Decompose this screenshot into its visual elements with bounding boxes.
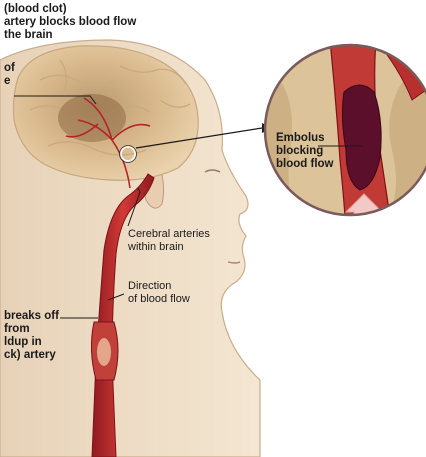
embolus-label-line-2: blocking	[276, 145, 324, 157]
eye	[204, 169, 221, 173]
stroke-caption-line-2: artery blocks blood flow	[4, 16, 137, 28]
cerebral-arteries	[65, 97, 151, 189]
affected-area-label-line-1: of	[4, 62, 15, 74]
embolus-label: Embolus blocking blood flow	[276, 132, 333, 171]
affected-area-label: of e	[4, 62, 15, 88]
carotid-artery	[91, 173, 155, 457]
zoom-target-circle	[120, 146, 136, 162]
cerebral-arteries-label-line-2: within brain	[128, 240, 184, 253]
direction-label: Direction of blood flow	[128, 280, 190, 305]
plaque-core	[97, 338, 111, 366]
stroke-caption-line-1: (blood clot)	[4, 3, 67, 15]
lens-ring	[263, 43, 426, 217]
embolus-label-line-3: blood flow	[276, 158, 334, 170]
affected-area-label-line-2: e	[4, 75, 11, 87]
embolus-label-line-1: Embolus	[276, 132, 325, 144]
affected-area	[58, 94, 126, 142]
cerebral-arteries-label-line-1: Cerebral arteries	[128, 228, 210, 240]
leader-lines	[14, 95, 362, 319]
stroke-caption: (blood clot) artery blocks blood flow th…	[4, 3, 136, 42]
breaks-off-label-line-4: ck) artery	[4, 349, 56, 361]
direction-label-line-2: of blood flow	[128, 292, 190, 305]
zoom-connector-line	[135, 127, 263, 149]
breaks-off-label: breaks off from ldup in ck) artery	[4, 310, 59, 362]
breaks-off-label-line-2: from	[4, 323, 30, 335]
cerebral-arteries-label: Cerebral arteries within brain	[128, 228, 210, 253]
breaks-off-label-line-1: breaks off	[4, 310, 59, 322]
mouth	[227, 261, 241, 264]
stroke-caption-line-3: the brain	[4, 29, 53, 41]
breaks-off-label-line-3: ldup in	[4, 336, 42, 348]
magnified-view	[265, 45, 426, 215]
direction-label-line-1: Direction	[128, 280, 172, 292]
